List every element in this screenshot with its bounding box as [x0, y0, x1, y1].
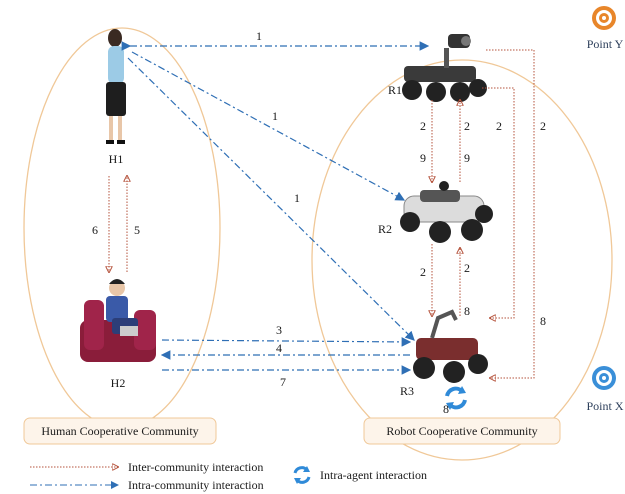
human-community-label: Human Cooperative Community	[41, 424, 198, 438]
robot-r2-icon	[400, 181, 493, 243]
label-h1-h2: 6	[92, 223, 98, 237]
label-r3-r1-outer: 8	[540, 314, 546, 328]
robot-r1-icon	[402, 34, 487, 102]
edge-r3-self: 8	[443, 402, 449, 416]
edge-r1-r3-outer	[486, 49, 535, 378]
robot-community-label: Robot Cooperative Community	[386, 424, 537, 438]
target-orange-icon	[592, 6, 616, 30]
intra-agent-icon	[445, 386, 467, 410]
legend-agent-label: Intra-agent interaction	[320, 468, 427, 482]
robot-community-ellipse	[311, 59, 613, 461]
label-r3-r2-8: 8	[464, 304, 470, 318]
edge-h1-r2	[131, 51, 406, 201]
label-h2-r3: 3	[276, 323, 282, 337]
edge-r1-r3-inner	[482, 87, 515, 318]
target-blue-icon	[592, 366, 616, 390]
label-h1-r1: 1	[256, 29, 262, 43]
label-h2-r3-b: 7	[280, 375, 286, 389]
label-h1-r2: 1	[272, 109, 278, 123]
label-r2-r3-down: 2	[420, 265, 426, 279]
legend-intra-label: Intra-community interaction	[128, 478, 264, 492]
edge-h1-r3	[127, 57, 415, 341]
label-r1-r2-up: 2	[464, 119, 470, 133]
label-r1-r3-inner: 2	[496, 119, 502, 133]
label-h1-r3: 1	[294, 191, 300, 205]
legend-agent-icon	[293, 466, 311, 484]
human-h1-icon	[106, 29, 126, 144]
edge-h2-r3	[161, 337, 412, 347]
label-r3-r2-up: 2	[464, 261, 470, 275]
h2-label: H2	[111, 376, 126, 390]
label-r1-r3-outer: 2	[540, 119, 546, 133]
robot-r3-icon	[413, 309, 488, 383]
label-r2-r1-down: 9	[464, 151, 470, 165]
r2-label: R2	[378, 222, 392, 236]
label-r2-r1-up: 9	[420, 151, 426, 165]
point-x-label: Point X	[586, 399, 623, 413]
point-y-label: Point Y	[587, 37, 624, 51]
label-r1-r2-down: 2	[420, 119, 426, 133]
r1-label: R1	[388, 83, 402, 97]
r3-label: R3	[400, 384, 414, 398]
h1-label: H1	[109, 152, 124, 166]
human-h2-icon	[80, 279, 156, 362]
label-h2-h1: 5	[134, 223, 140, 237]
label-r3-h2: 4	[276, 341, 282, 355]
legend-inter-label: Inter-community interaction	[128, 460, 263, 474]
